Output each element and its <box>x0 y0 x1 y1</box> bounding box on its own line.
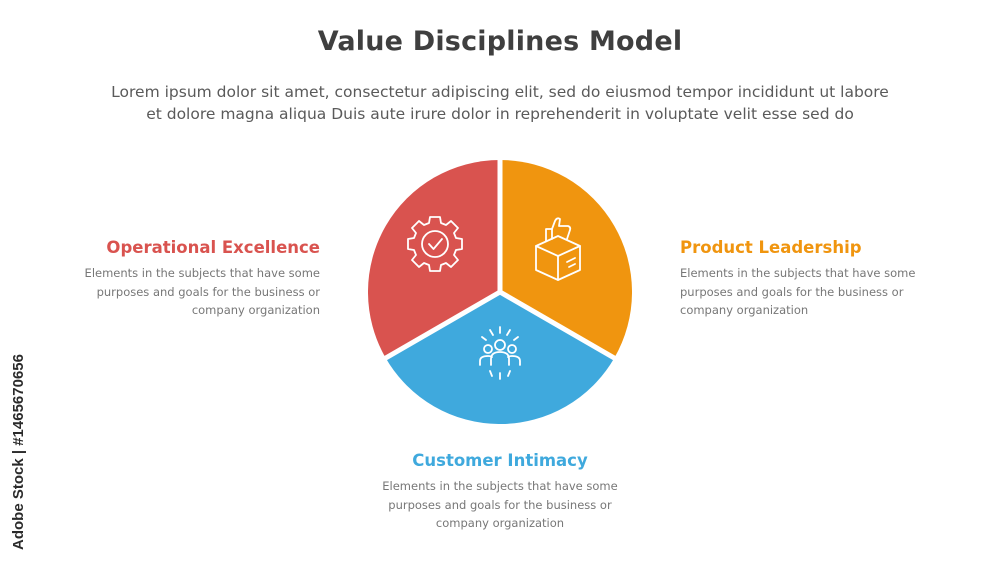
product-leadership-heading: Product Leadership <box>680 238 862 257</box>
operational-excellence-heading: Operational Excellence <box>106 238 320 257</box>
description-line: company organization <box>435 516 565 530</box>
pie-dividers <box>382 158 618 362</box>
customer-intimacy-heading: Customer Intimacy <box>412 451 588 470</box>
description-line: Elements in the subjects that have some <box>84 266 320 280</box>
page-title: Value Disciplines Model <box>317 26 683 57</box>
gear-check-icon <box>407 216 463 272</box>
description-line: purposes and goals for the business or <box>680 284 904 299</box>
box-thumbs-up-icon <box>535 217 581 281</box>
customer-intimacy-description: Elements in the subjects that have some … <box>365 477 635 533</box>
description-line: company organization <box>680 303 809 317</box>
subtitle-line: et dolore magna aliqua Duis aute irure d… <box>146 105 854 123</box>
product-leadership-block: Product Leadership Elements in the subje… <box>680 237 950 320</box>
stock-watermark: Adobe Stock | #1465670656 <box>4 316 30 552</box>
description-line: company organization <box>191 303 320 317</box>
people-group-icon <box>479 326 521 380</box>
operational-excellence-block: Operational Excellence Elements in the s… <box>50 237 320 320</box>
description-line: purposes and goals for the business or <box>388 497 612 512</box>
description-line: Elements in the subjects that have some <box>382 479 618 493</box>
page-subtitle: Lorem ipsum dolor sit amet, consectetur … <box>40 81 960 125</box>
value-disciplines-pie <box>367 158 633 425</box>
customer-intimacy-block: Customer Intimacy Elements in the subjec… <box>365 450 635 533</box>
description-line: purposes and goals for the business or <box>96 284 320 299</box>
description-line: Elements in the subjects that have some <box>680 266 916 280</box>
operational-excellence-description: Elements in the subjects that have some … <box>50 264 320 320</box>
subtitle-line: Lorem ipsum dolor sit amet, consectetur … <box>111 83 889 101</box>
product-leadership-description: Elements in the subjects that have some … <box>680 264 950 320</box>
watermark-text: Adobe Stock | #1465670656 <box>10 354 27 550</box>
